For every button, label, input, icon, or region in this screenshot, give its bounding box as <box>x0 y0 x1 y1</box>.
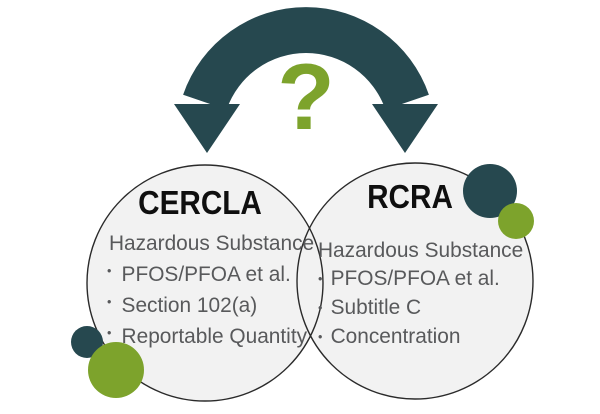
list-item-label: PFOS/PFOA et al. <box>330 266 500 290</box>
decor-dot-olive-bottom-left <box>88 342 144 398</box>
bullet-icon: • <box>318 329 323 344</box>
curved-double-arrow-icon <box>183 7 429 110</box>
rcra-circle-outline <box>296 162 534 400</box>
list-item-label: Section 102(a) <box>121 293 258 317</box>
arrowhead-left-icon <box>174 104 240 153</box>
bullet-icon: • <box>318 300 323 315</box>
bullet-icon: • <box>107 294 112 309</box>
list-item: • PFOS/PFOA et al. <box>318 264 523 293</box>
cercla-text-block: Hazardous Substance • PFOS/PFOA et al. • S… <box>107 229 314 350</box>
list-item: • PFOS/PFOA et al. <box>107 257 314 288</box>
decor-dot-teal-top-right <box>463 164 517 218</box>
decor-dot-teal-bottom-left <box>71 326 103 358</box>
cercla-title: CERCLA <box>138 184 262 221</box>
question-mark: ? <box>277 44 335 149</box>
bullet-icon: • <box>107 325 112 340</box>
list-item-label: Reportable Quantity <box>121 324 308 348</box>
list-item: • Reportable Quantity <box>107 319 314 350</box>
cercla-circle-fill <box>87 165 323 401</box>
rcra-circle-fill <box>297 163 533 399</box>
cercla-circle-outline <box>86 164 324 402</box>
list-item: • Concentration <box>318 322 523 351</box>
list-item-label: PFOS/PFOA et al. <box>121 262 291 286</box>
rcra-subtitle: Hazardous Substance <box>318 238 524 262</box>
rcra-text-block: Hazardous Substance • PFOS/PFOA et al. • S… <box>318 236 523 351</box>
bullet-icon: • <box>318 271 323 286</box>
decor-dot-olive-top-right <box>498 203 534 239</box>
cercla-subtitle: Hazardous Substance <box>108 231 315 255</box>
list-item: • Subtitle C <box>318 293 523 322</box>
bullet-icon: • <box>107 263 112 278</box>
arrowhead-right-icon <box>372 104 438 153</box>
list-item-label: Subtitle C <box>330 295 422 319</box>
rcra-title: RCRA <box>367 178 453 215</box>
list-item-label: Concentration <box>330 324 461 348</box>
list-item: • Section 102(a) <box>107 288 314 319</box>
